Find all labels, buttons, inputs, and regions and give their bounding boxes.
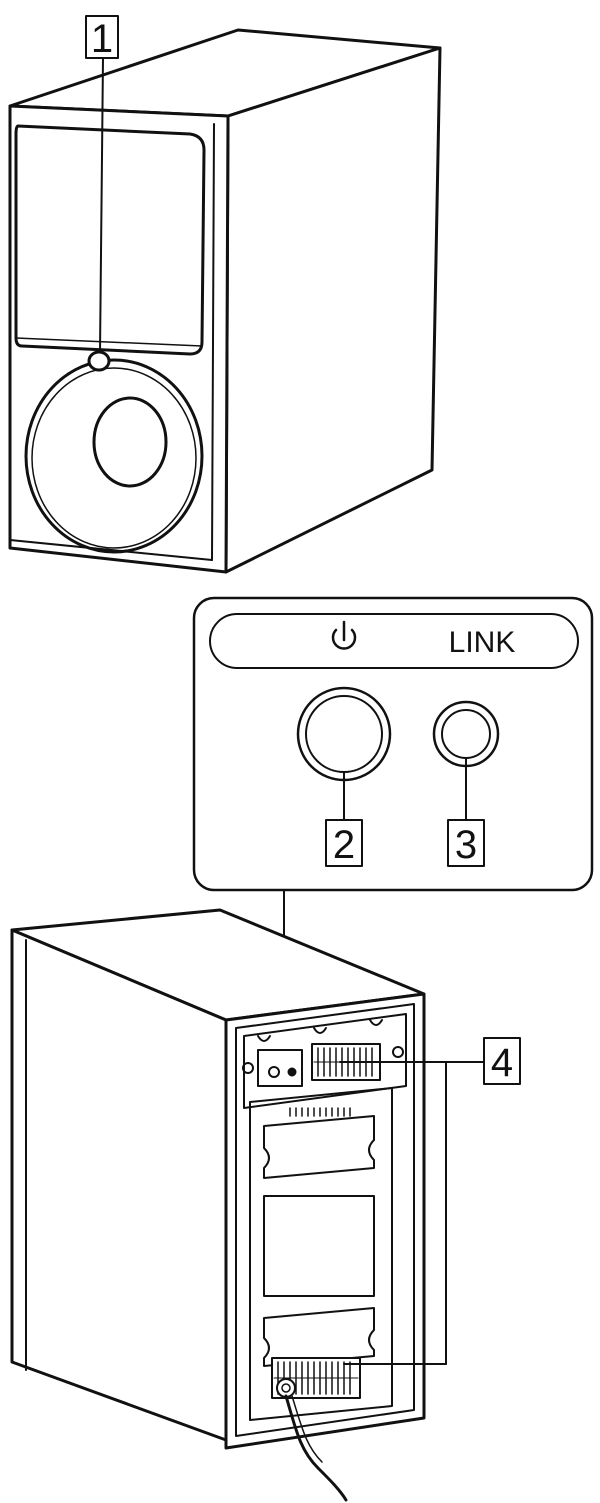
callout-2-box [325, 819, 363, 867]
rear-upper-section [243, 1013, 407, 1109]
rear-screw-right [392, 1046, 404, 1058]
callout-1-box [85, 15, 119, 59]
woofer-center-cap [92, 396, 168, 488]
front-face [8, 104, 230, 574]
power-icon [331, 620, 357, 650]
rear-notch-3 [369, 1019, 383, 1026]
power-cord [284, 1394, 348, 1502]
front-bottom-edge [9, 539, 213, 561]
woofer-inner-ring [31, 367, 197, 549]
front-side-face [224, 46, 442, 574]
power-cord-highlight [291, 1395, 323, 1463]
callout-1: 1 [85, 15, 119, 353]
rear-lower-panel [249, 1087, 393, 1421]
front-frame-edge [211, 123, 215, 561]
front-upper-panel [14, 124, 206, 356]
rear-notch-2 [313, 1027, 327, 1034]
woofer-outer-ring [24, 358, 204, 554]
control-panel-closeup: LINK 2 3 [192, 596, 594, 892]
rear-side-face [10, 928, 228, 1442]
rear-view [10, 908, 426, 1502]
rear-back-face [224, 992, 426, 1450]
closeup-frame [192, 596, 594, 892]
power-cord-plug [281, 1383, 291, 1393]
rear-notch-1 [257, 1035, 271, 1042]
callout-1-leader [99, 57, 104, 353]
rear-cutout-lower [263, 1307, 375, 1367]
rear-cutout-upper [263, 1115, 375, 1179]
front-indicator [87, 350, 111, 372]
callout-2-label: 2 [333, 823, 355, 867]
front-upper-panel-shadow [15, 337, 203, 347]
rear-power-button [268, 1066, 280, 1078]
callout-4-box [483, 1037, 521, 1085]
rear-screw-left [242, 1062, 254, 1074]
rear-link-button [287, 1067, 297, 1077]
power-cord-inlet [276, 1378, 296, 1398]
front-view [8, 28, 442, 574]
link-label: LINK [449, 626, 516, 659]
rear-control-panel [257, 1049, 303, 1087]
callout-1-label: 1 [91, 17, 113, 61]
callout-4: 4 [339, 1037, 521, 1365]
closeup-label-strip [209, 613, 579, 669]
rear-back-inset [235, 1003, 415, 1437]
lower-panel-top-vent [289, 1107, 351, 1117]
callout-4-label: 4 [491, 1041, 513, 1085]
callout-3-box [447, 819, 485, 867]
callout-3-label: 3 [455, 823, 477, 867]
rear-center-slot [263, 1195, 375, 1297]
